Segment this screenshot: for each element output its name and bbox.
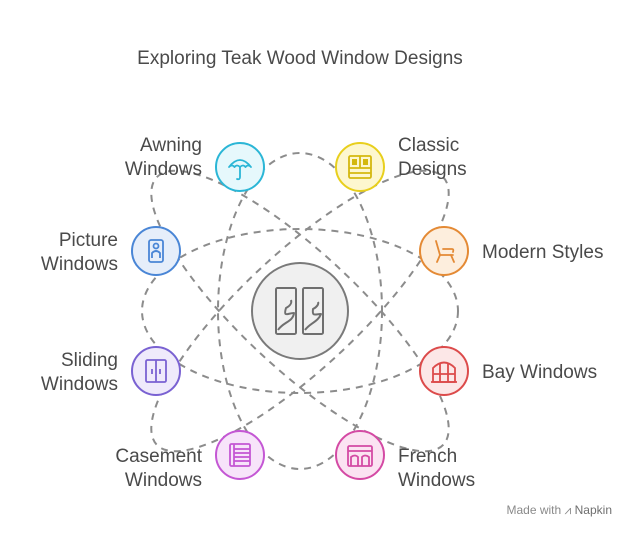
label-bay: Bay Windows (482, 362, 598, 383)
label-casement: Casement Windows (115, 446, 202, 491)
blinds-icon (229, 443, 251, 467)
orbit-diagonal-a (150, 169, 450, 453)
node-casement (215, 430, 265, 480)
label-modern: Modern Styles (482, 242, 604, 263)
label-awning: Awning Windows (124, 135, 202, 180)
umbrella-icon (228, 159, 252, 181)
center-hub (251, 262, 349, 360)
credit-prefix: Made with (506, 503, 562, 517)
napkin-logo-icon: ⩘ (564, 503, 572, 517)
node-sliding (131, 346, 181, 396)
bay-window-icon (431, 361, 457, 383)
node-modern (419, 226, 469, 276)
orbit-horizontal (141, 228, 459, 394)
label-sliding: Sliding Windows (40, 350, 118, 395)
credit-brand: Napkin (574, 503, 612, 517)
orbit-diagonal-b (150, 169, 450, 453)
made-with-credit: Made with ⩘ Napkin (506, 503, 612, 518)
diagram-title: Exploring Teak Wood Window Designs (137, 48, 463, 69)
french-window-icon (347, 445, 373, 467)
window-panes-icon (275, 287, 324, 335)
label-picture: Picture Windows (40, 230, 118, 275)
node-classic (335, 142, 385, 192)
label-classic: Classic Designs (398, 135, 467, 180)
label-french: French Windows (398, 446, 476, 491)
chair-icon (435, 240, 455, 263)
node-bay (419, 346, 469, 396)
node-awning (215, 142, 265, 192)
picture-frame-icon (148, 239, 164, 263)
node-picture (131, 226, 181, 276)
cabinet-icon (348, 155, 372, 179)
sliding-door-icon (145, 359, 167, 383)
node-french (335, 430, 385, 480)
